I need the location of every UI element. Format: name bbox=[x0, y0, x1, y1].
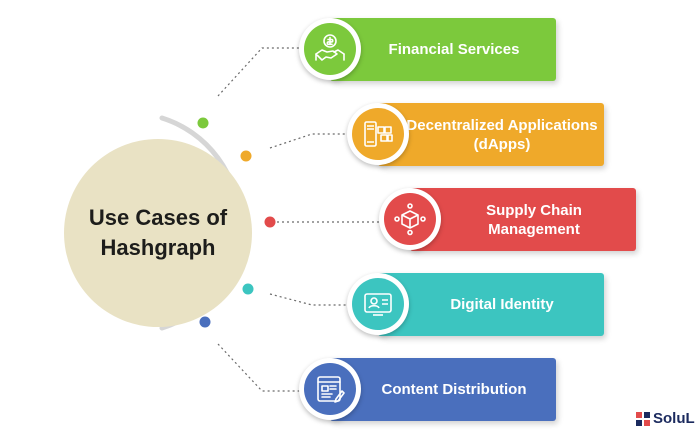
icon-badge-content bbox=[299, 358, 361, 420]
card-label-dapps: Decentralized Applications (dApps) bbox=[406, 116, 598, 153]
dapp-blocks-icon bbox=[352, 108, 404, 160]
connector-content bbox=[217, 343, 302, 392]
card-label-digital-identity: Digital Identity bbox=[450, 296, 554, 313]
dot-identity bbox=[242, 283, 254, 295]
card-label-content-distribution: Content Distribution bbox=[381, 381, 527, 398]
dot-supply bbox=[264, 216, 276, 228]
icon-badge-financial bbox=[299, 18, 361, 80]
dot-content bbox=[199, 316, 211, 328]
icon-badge-supply bbox=[379, 188, 441, 250]
center-title: Use Cases of Hashgraph bbox=[88, 205, 228, 260]
icon-badge-dapps bbox=[347, 103, 409, 165]
supply-chain-box-icon bbox=[384, 193, 436, 245]
connector-identity bbox=[269, 293, 350, 306]
card-supply-chain: Supply Chain Management bbox=[410, 188, 636, 251]
brand-logo: SoluL bbox=[636, 410, 695, 427]
brand-name: SoluL bbox=[653, 410, 695, 427]
handshake-money-icon bbox=[304, 23, 356, 75]
dot-financial bbox=[197, 117, 209, 129]
icon-badge-identity bbox=[347, 273, 409, 335]
center-circle: Use Cases of Hashgraph bbox=[64, 139, 252, 327]
card-label-financial-services: Financial Services bbox=[388, 41, 520, 58]
content-document-icon bbox=[304, 363, 356, 415]
connector-dapps bbox=[269, 133, 350, 149]
digital-id-icon bbox=[352, 278, 404, 330]
brand-mark-icon bbox=[636, 411, 650, 426]
connector-financial bbox=[217, 47, 302, 97]
card-label-supply-chain: Supply Chain Management bbox=[486, 201, 582, 238]
dot-dapps bbox=[240, 150, 252, 162]
card-digital-identity: Digital Identity bbox=[378, 273, 604, 336]
card-dapps: Decentralized Applications (dApps) bbox=[378, 103, 604, 166]
card-content-distribution: Content Distribution bbox=[330, 358, 556, 421]
connector-lines bbox=[217, 47, 380, 392]
card-financial-services: Financial Services bbox=[330, 18, 556, 81]
